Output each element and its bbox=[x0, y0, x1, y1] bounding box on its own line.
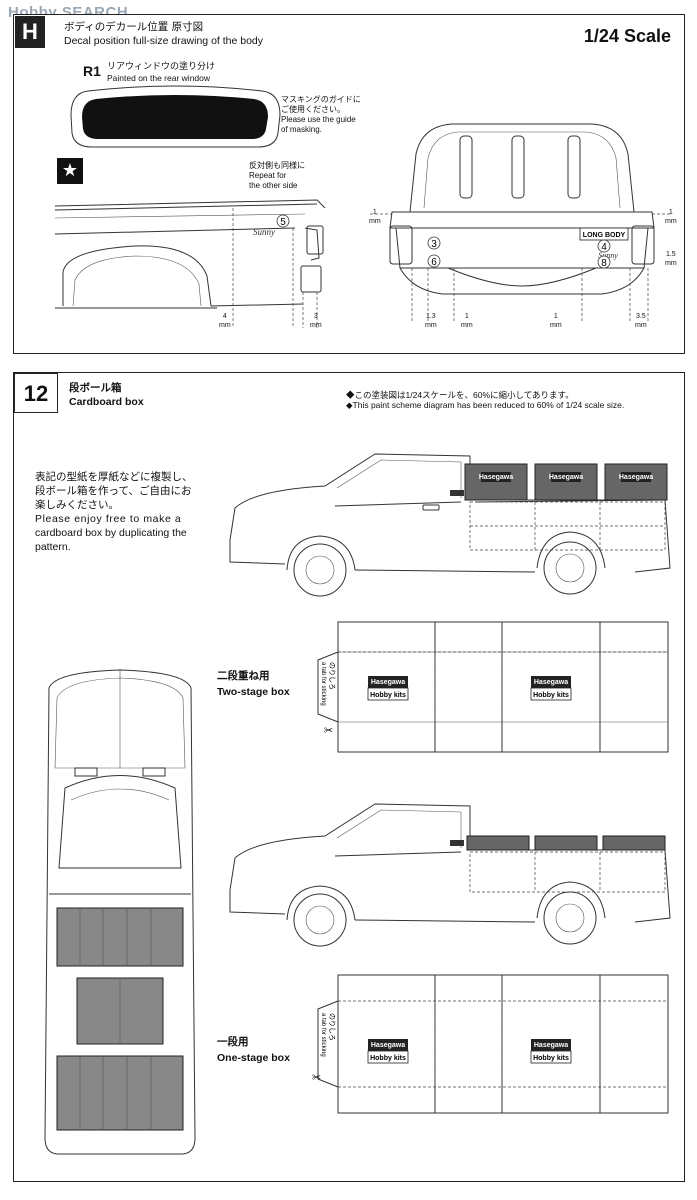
masking-en2: of masking. bbox=[281, 125, 322, 134]
callout-6: 6 bbox=[431, 257, 437, 268]
repeat-en1: Repeat for bbox=[249, 171, 287, 180]
two-stage-box-pattern: Hasegawa Hobby kits Hasegawa Hobby kits … bbox=[317, 621, 669, 753]
header-jp: ボディのデカール位置 原寸図 bbox=[64, 21, 204, 33]
dim-4-value: 4 bbox=[222, 313, 227, 320]
two-stage-tab-jp: のりしろ bbox=[328, 662, 336, 690]
dim-1mm-c: 1 mm bbox=[550, 312, 562, 330]
two-stage-label-2: Hobby kits bbox=[533, 692, 569, 699]
scale-note-en: ◆This paint scheme diagram has been redu… bbox=[346, 400, 625, 410]
dim-1-unit: mm bbox=[369, 218, 381, 225]
desc-en1: Please enjoy free to make a bbox=[35, 513, 182, 525]
repeat-jp: 反対側も同様に bbox=[249, 161, 305, 170]
repeat-en2: the other side bbox=[249, 181, 298, 190]
callout-5: 5 bbox=[280, 217, 286, 228]
step-title-en: Cardboard box bbox=[69, 396, 144, 408]
desc-en3: pattern. bbox=[35, 541, 71, 553]
dim-1r-unit: mm bbox=[665, 218, 677, 225]
dim-1c-unit: mm bbox=[550, 322, 562, 329]
repeat-note: 反対側も同様に Repeat for the other side bbox=[249, 161, 305, 191]
masking-jp1: マスキングのガイドに bbox=[281, 95, 361, 104]
truck1-box1-brand: Hasegawa bbox=[479, 474, 513, 481]
dim-1-3mm: 1.3 mm bbox=[425, 312, 437, 330]
dim-1-3-unit: mm bbox=[425, 322, 437, 329]
truck1-box2-brand: Hasegawa bbox=[549, 474, 583, 481]
sunny-badge: Sunny bbox=[253, 227, 275, 237]
dim-1-5mm: 1.5 mm bbox=[665, 250, 677, 268]
dim-3-5-unit: mm bbox=[635, 322, 647, 329]
dim-3mm: 3 mm bbox=[310, 312, 322, 330]
dim-1-5-unit: mm bbox=[665, 260, 677, 267]
dim-3-5mm: 3.5 mm bbox=[635, 312, 647, 330]
star-icon: ★ bbox=[57, 158, 83, 184]
dim-1b-value: 1 bbox=[464, 313, 469, 320]
truck1-box3-brand: Hasegawa bbox=[619, 474, 653, 481]
two-stage-label-1: Hobby kits bbox=[370, 692, 406, 699]
two-stage-jp: 二段重ね用 bbox=[217, 670, 270, 682]
description: 表記の型紙を厚紙などに複製し、 段ボール箱を作って、ご自由にお 楽しみください。… bbox=[35, 470, 213, 554]
two-stage-brand-2: Hasegawa bbox=[534, 679, 568, 686]
long-body-plate: LONG BODY bbox=[583, 232, 626, 239]
dim-1-value: 1 bbox=[372, 209, 377, 216]
two-stage-label: 二段重ね用 Two-stage box bbox=[217, 668, 290, 700]
dim-1mm-left: 1 mm bbox=[369, 208, 381, 226]
desc-en2: cardboard box by duplicating the bbox=[35, 527, 187, 539]
r1-jp: リアウィンドウの塗り分け bbox=[107, 61, 216, 71]
rear-sunny-badge: Sunny bbox=[598, 251, 618, 260]
callout-3: 3 bbox=[431, 239, 437, 250]
callout-8: 8 bbox=[601, 258, 607, 269]
dim-4-unit: mm bbox=[219, 322, 231, 329]
scale-note-jp: ◆この塗装図は1/24スケールを、60%に縮小してあります。 bbox=[346, 390, 574, 400]
callout-4: 4 bbox=[601, 242, 607, 253]
dim-1-5-value: 1.5 bbox=[665, 251, 676, 258]
dim-4mm: 4 mm bbox=[219, 312, 231, 330]
dim-1r-value: 1 bbox=[668, 209, 673, 216]
masking-note: マスキングのガイドに ご使用ください。 Please use the guide… bbox=[281, 95, 361, 135]
one-stage-label-1: Hobby kits bbox=[370, 1055, 406, 1062]
desc-jp3: 楽しみください。 bbox=[35, 499, 119, 511]
cardboard-box-panel bbox=[13, 372, 685, 1182]
dim-1c-value: 1 bbox=[553, 313, 558, 320]
dim-1-3-value: 1.3 bbox=[425, 313, 436, 320]
scale-label: 1/24 Scale bbox=[583, 26, 671, 46]
one-stage-en: One-stage box bbox=[217, 1052, 290, 1064]
r1-en: Painted on the rear window bbox=[107, 73, 211, 83]
step-title-jp: 段ボール箱 bbox=[69, 382, 122, 394]
dim-3-5-value: 3.5 bbox=[635, 313, 646, 320]
two-stage-tab-en: a tab for sticking bbox=[320, 662, 326, 706]
dim-1mm-b: 1 mm bbox=[461, 312, 473, 330]
one-stage-brand-1: Hasegawa bbox=[371, 1042, 405, 1049]
two-stage-brand-1: Hasegawa bbox=[371, 679, 405, 686]
truck-side-view-two-stage: Hasegawa Hasegawa Hasegawa bbox=[229, 453, 671, 597]
two-stage-scissors-icon: ✂ bbox=[324, 724, 333, 737]
side-body-drawing: 5 Sunny bbox=[54, 199, 326, 328]
truck-side-view-one-stage bbox=[229, 803, 671, 947]
r1-tag: R1 bbox=[83, 63, 101, 79]
desc-jp2: 段ボール箱を作って、ご自由にお bbox=[35, 485, 192, 497]
one-stage-label-2: Hobby kits bbox=[533, 1055, 569, 1062]
one-stage-tab-jp: のりしろ bbox=[328, 1013, 336, 1041]
one-stage-brand-2: Hasegawa bbox=[534, 1042, 568, 1049]
dim-3-value: 3 bbox=[313, 313, 318, 320]
desc-jp1: 表記の型紙を厚紙などに複製し、 bbox=[35, 471, 193, 483]
step-number: 12 bbox=[14, 373, 58, 413]
truck-top-view bbox=[44, 669, 196, 1155]
dim-1mm-right: 1 mm bbox=[665, 208, 677, 226]
one-stage-box-pattern: Hasegawa Hobby kits Hasegawa Hobby kits … bbox=[312, 974, 669, 1114]
scale-note: ◆この塗装図は1/24スケールを、60%に縮小してあります。 ◆This pai… bbox=[346, 390, 624, 410]
masking-jp2: ご使用ください。 bbox=[281, 105, 345, 114]
one-stage-tab-en: a tab for sticking bbox=[320, 1013, 326, 1057]
step-icon: H bbox=[15, 16, 45, 48]
two-stage-en: Two-stage box bbox=[217, 686, 290, 698]
header-en: Decal position full-size drawing of the … bbox=[64, 35, 264, 47]
one-stage-scissors-icon: ✂ bbox=[312, 1071, 321, 1084]
rear-window-drawing bbox=[70, 85, 281, 148]
rear-view-drawing: LONG BODY Sunny 3 6 4 8 bbox=[370, 123, 672, 323]
one-stage-label: 一段用 One-stage box bbox=[217, 1034, 290, 1066]
masking-en1: Please use the guide bbox=[281, 115, 356, 124]
dim-1b-unit: mm bbox=[461, 322, 473, 329]
decal-position-panel bbox=[13, 14, 685, 354]
dim-3-unit: mm bbox=[310, 322, 322, 329]
one-stage-jp: 一段用 bbox=[217, 1036, 249, 1048]
